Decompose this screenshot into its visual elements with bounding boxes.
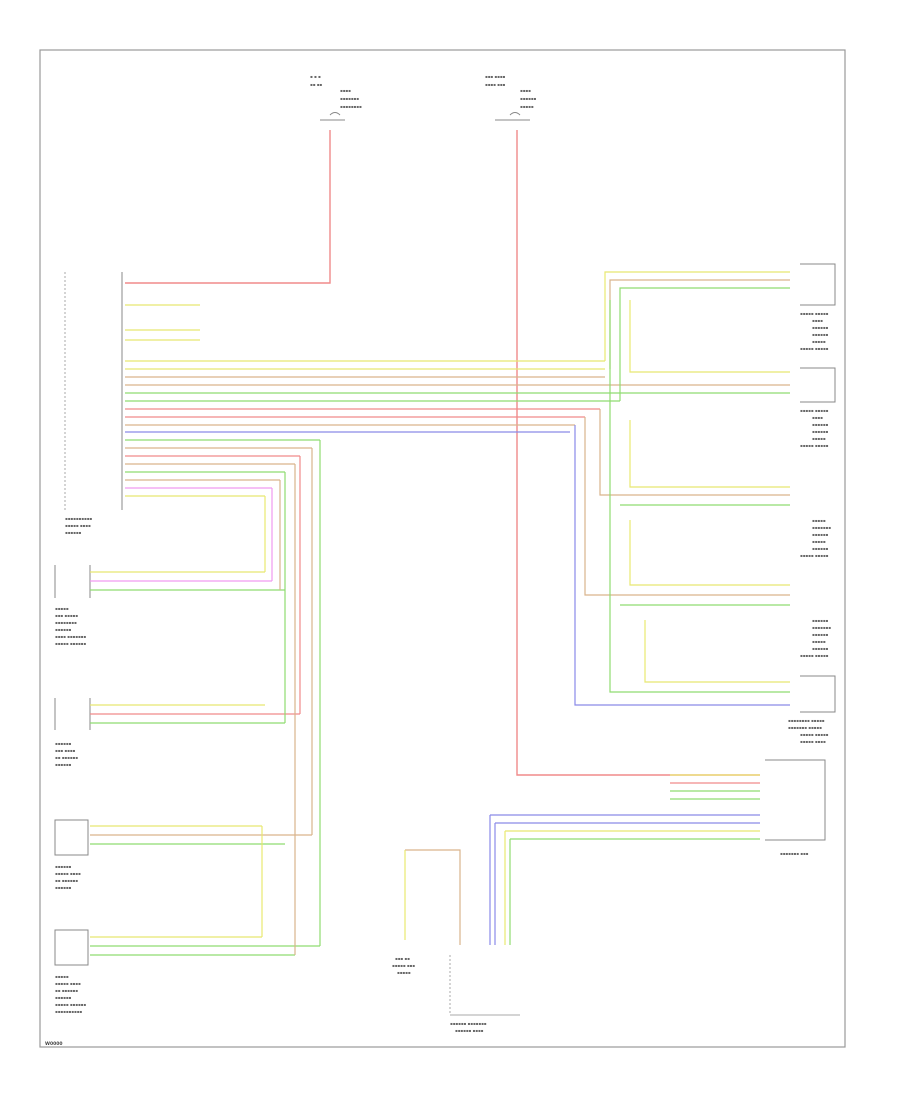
svg-text:▪▪ ▪▪▪▪▪▪: ▪▪ ▪▪▪▪▪▪ (55, 988, 78, 993)
svg-text:▪▪▪▪▪▪: ▪▪▪▪▪▪ (520, 96, 537, 101)
svg-text:▪▪▪▪▪: ▪▪▪▪▪ (55, 606, 69, 611)
sensor-left-3: ▪▪▪▪▪▪ ▪▪▪▪▪ ▪▪▪▪ ▪▪ ▪▪▪▪▪▪ ▪▪▪▪▪▪ (54, 819, 312, 890)
svg-text:▪▪▪▪▪▪▪ ▪▪▪▪▪: ▪▪▪▪▪▪▪ ▪▪▪▪▪ (788, 725, 822, 730)
sensor-rf-inner: ▪▪▪▪▪▪▪▪ ▪▪▪▪▪ ▪▪▪▪▪▪▪ ▪▪▪▪▪ ▪▪▪▪▪ ▪▪▪▪▪… (574, 300, 836, 744)
svg-text:▪▪▪▪▪ ▪▪▪▪▪: ▪▪▪▪▪ ▪▪▪▪▪ (800, 311, 829, 316)
svg-text:▪▪▪▪▪: ▪▪▪▪▪ (397, 970, 411, 975)
svg-text:▪▪▪▪▪ ▪▪▪▪: ▪▪▪▪▪ ▪▪▪▪ (800, 739, 826, 744)
ground: ▪▪▪ ▪▪ ▪▪▪▪▪ ▪▪▪ ▪▪▪▪▪ (392, 849, 461, 975)
svg-text:▪▪▪▪▪▪: ▪▪▪▪▪▪ (812, 646, 829, 651)
svg-text:▪▪▪▪▪▪ ▪▪▪▪▪▪▪: ▪▪▪▪▪▪ ▪▪▪▪▪▪▪ (450, 1021, 487, 1026)
svg-text:▪▪▪▪▪▪: ▪▪▪▪▪▪ (812, 332, 829, 337)
wire-feed-left (125, 130, 331, 284)
svg-text:▪▪▪▪▪▪: ▪▪▪▪▪▪ (812, 325, 829, 330)
svg-text:▪▪▪▪▪▪: ▪▪▪▪▪▪ (55, 885, 72, 890)
svg-text:▪▪▪▪▪ ▪▪▪▪: ▪▪▪▪▪ ▪▪▪▪ (65, 523, 91, 528)
svg-text:▪▪▪▪▪▪: ▪▪▪▪▪▪ (55, 762, 72, 767)
svg-text:▪▪▪▪▪▪▪: ▪▪▪▪▪▪▪ (812, 525, 831, 530)
svg-text:▪▪▪▪▪: ▪▪▪▪▪ (812, 436, 826, 441)
svg-text:▪▪▪▪▪: ▪▪▪▪▪ (55, 974, 69, 979)
wire-feed-right (516, 130, 760, 776)
svg-text:▪▪▪▪▪ ▪▪▪▪: ▪▪▪▪▪ ▪▪▪▪ (55, 981, 81, 986)
svg-text:▪▪▪▪▪▪▪▪▪▪: ▪▪▪▪▪▪▪▪▪▪ (65, 516, 92, 521)
svg-text:▪▪▪▪▪▪▪▪: ▪▪▪▪▪▪▪▪ (55, 620, 77, 625)
sensor-left-2: ▪▪▪▪▪▪ ▪▪▪ ▪▪▪▪ ▪▪ ▪▪▪▪▪▪ ▪▪▪▪▪▪ (54, 698, 300, 767)
svg-text:▪▪▪▪▪: ▪▪▪▪▪ (520, 104, 534, 109)
svg-text:▪▪▪▪▪: ▪▪▪▪▪ (812, 518, 826, 523)
svg-text:▪▪▪▪▪ ▪▪▪▪▪: ▪▪▪▪▪ ▪▪▪▪▪ (800, 443, 829, 448)
svg-text:▪▪▪▪▪▪▪ ▪▪▪: ▪▪▪▪▪▪▪ ▪▪▪ (780, 851, 809, 856)
svg-text:▪▪▪▪: ▪▪▪▪ (812, 318, 823, 323)
svg-text:▪▪▪▪▪: ▪▪▪▪▪ (812, 639, 826, 644)
svg-text:▪▪▪▪: ▪▪▪▪ (340, 88, 351, 93)
fuse-top-right: ▪▪▪ ▪▪▪▪ ▪▪▪▪ ▪▪▪ ▪▪▪▪ ▪▪▪▪▪▪ ▪▪▪▪▪ (485, 74, 537, 121)
svg-text:▪▪▪▪▪▪▪▪ ▪▪▪▪▪: ▪▪▪▪▪▪▪▪ ▪▪▪▪▪ (788, 718, 825, 723)
control-unit: ▪▪▪▪▪▪▪ ▪▪▪ (490, 759, 826, 856)
svg-text:▪ ▪ ▪: ▪ ▪ ▪ (310, 74, 321, 79)
svg-text:▪▪▪▪▪▪: ▪▪▪▪▪▪ (55, 627, 72, 632)
svg-text:▪▪▪▪▪ ▪▪▪▪▪: ▪▪▪▪▪ ▪▪▪▪▪ (800, 408, 829, 413)
svg-text:▪▪▪▪▪▪: ▪▪▪▪▪▪ (65, 530, 82, 535)
corner-code: W0000 (45, 1041, 63, 1047)
svg-text:▪▪▪▪▪▪: ▪▪▪▪▪▪ (812, 546, 829, 551)
svg-text:▪▪ ▪▪▪▪▪▪: ▪▪ ▪▪▪▪▪▪ (55, 878, 78, 883)
sensor-left-1: ▪▪▪▪▪ ▪▪▪ ▪▪▪▪▪ ▪▪▪▪▪▪▪▪ ▪▪▪▪▪▪ ▪▪▪▪ ▪▪▪… (54, 565, 285, 646)
fuse-top-left: ▪ ▪ ▪ ▪▪ ▪▪ ▪▪▪▪ ▪▪▪▪▪▪▪ ▪▪▪▪▪▪▪▪ (310, 74, 362, 121)
sensor-rr-center: ▪▪▪▪▪ ▪▪▪▪▪ ▪▪▪▪ ▪▪▪▪▪▪ ▪▪▪▪▪▪ ▪▪▪▪▪ ▪▪▪… (629, 300, 836, 448)
svg-text:▪▪▪▪: ▪▪▪▪ (812, 415, 823, 420)
svg-text:▪▪▪ ▪▪▪▪▪: ▪▪▪ ▪▪▪▪▪ (55, 613, 78, 618)
svg-text:▪▪▪▪▪ ▪▪▪▪▪▪: ▪▪▪▪▪ ▪▪▪▪▪▪ (55, 1002, 86, 1007)
svg-text:▪▪▪ ▪▪▪▪: ▪▪▪ ▪▪▪▪ (55, 748, 76, 753)
svg-text:▪▪▪▪▪▪: ▪▪▪▪▪▪ (55, 741, 72, 746)
svg-text:▪▪▪▪▪▪: ▪▪▪▪▪▪ (812, 632, 829, 637)
svg-text:▪▪▪ ▪▪▪▪: ▪▪▪ ▪▪▪▪ (485, 74, 506, 79)
svg-text:▪▪▪▪▪▪▪: ▪▪▪▪▪▪▪ (812, 625, 831, 630)
svg-text:▪▪▪▪▪ ▪▪▪▪▪: ▪▪▪▪▪ ▪▪▪▪▪ (800, 553, 829, 558)
sensor-lf-center: ▪▪▪▪▪▪ ▪▪▪▪▪▪▪ ▪▪▪▪▪▪ ▪▪▪▪▪ ▪▪▪▪▪▪ ▪▪▪▪▪… (584, 417, 831, 658)
svg-text:▪▪ ▪▪: ▪▪ ▪▪ (310, 82, 322, 87)
center-console: ▪▪▪▪▪▪ ▪▪▪▪▪▪▪ ▪▪▪▪▪▪ ▪▪▪▪ (449, 815, 520, 1033)
svg-text:▪▪▪▪▪▪: ▪▪▪▪▪▪ (812, 429, 829, 434)
svg-text:▪▪▪▪▪ ▪▪▪▪: ▪▪▪▪▪ ▪▪▪▪ (55, 871, 81, 876)
module-wires (125, 304, 790, 497)
svg-text:▪▪▪▪▪▪: ▪▪▪▪▪▪ (55, 864, 72, 869)
svg-text:▪▪▪▪▪ ▪▪▪▪▪▪: ▪▪▪▪▪ ▪▪▪▪▪▪ (55, 641, 86, 646)
sensor-lf-outer: ▪▪▪▪▪ ▪▪▪▪▪▪▪ ▪▪▪▪▪▪ ▪▪▪▪▪ ▪▪▪▪▪▪ ▪▪▪▪▪ … (599, 409, 831, 558)
svg-text:▪▪▪▪▪ ▪▪▪: ▪▪▪▪▪ ▪▪▪ (392, 963, 415, 968)
sensor-rr-outer: ▪▪▪▪▪ ▪▪▪▪▪ ▪▪▪▪ ▪▪▪▪▪▪ ▪▪▪▪▪▪ ▪▪▪▪▪ ▪▪▪… (604, 263, 836, 401)
sensor-left-4: ▪▪▪▪▪ ▪▪▪▪▪ ▪▪▪▪ ▪▪ ▪▪▪▪▪▪ ▪▪▪▪▪▪ ▪▪▪▪▪ … (54, 929, 320, 1014)
svg-text:▪▪▪▪▪: ▪▪▪▪▪ (812, 539, 826, 544)
svg-text:▪▪▪▪ ▪▪▪▪▪▪▪: ▪▪▪▪ ▪▪▪▪▪▪▪ (55, 634, 86, 639)
diagram-border (39, 49, 846, 1048)
svg-text:▪▪▪▪ ▪▪▪: ▪▪▪▪ ▪▪▪ (485, 82, 506, 87)
svg-text:▪▪▪▪▪▪: ▪▪▪▪▪▪ (812, 618, 829, 623)
svg-text:▪▪▪ ▪▪: ▪▪▪ ▪▪ (395, 956, 410, 961)
svg-text:▪▪▪▪: ▪▪▪▪ (520, 88, 531, 93)
svg-text:▪▪▪▪▪ ▪▪▪▪▪: ▪▪▪▪▪ ▪▪▪▪▪ (800, 346, 829, 351)
svg-text:▪▪▪▪▪▪ ▪▪▪▪: ▪▪▪▪▪▪ ▪▪▪▪ (455, 1028, 484, 1033)
svg-text:▪▪ ▪▪▪▪▪▪: ▪▪ ▪▪▪▪▪▪ (55, 755, 78, 760)
module-left: ▪▪▪▪▪▪▪▪▪▪ ▪▪▪▪▪ ▪▪▪▪ ▪▪▪▪▪▪ (64, 272, 123, 535)
svg-text:▪▪▪▪▪▪▪▪▪▪: ▪▪▪▪▪▪▪▪▪▪ (55, 1009, 82, 1014)
svg-text:▪▪▪▪▪ ▪▪▪▪▪: ▪▪▪▪▪ ▪▪▪▪▪ (800, 732, 829, 737)
svg-text:▪▪▪▪▪▪: ▪▪▪▪▪▪ (812, 532, 829, 537)
svg-text:▪▪▪▪▪▪▪: ▪▪▪▪▪▪▪ (340, 96, 359, 101)
svg-text:▪▪▪▪▪ ▪▪▪▪▪: ▪▪▪▪▪ ▪▪▪▪▪ (800, 653, 829, 658)
svg-text:▪▪▪▪▪▪: ▪▪▪▪▪▪ (55, 995, 72, 1000)
svg-text:▪▪▪▪▪▪: ▪▪▪▪▪▪ (812, 422, 829, 427)
risers-left (261, 440, 321, 955)
svg-text:▪▪▪▪▪▪▪▪: ▪▪▪▪▪▪▪▪ (340, 104, 362, 109)
svg-text:▪▪▪▪▪: ▪▪▪▪▪ (812, 339, 826, 344)
